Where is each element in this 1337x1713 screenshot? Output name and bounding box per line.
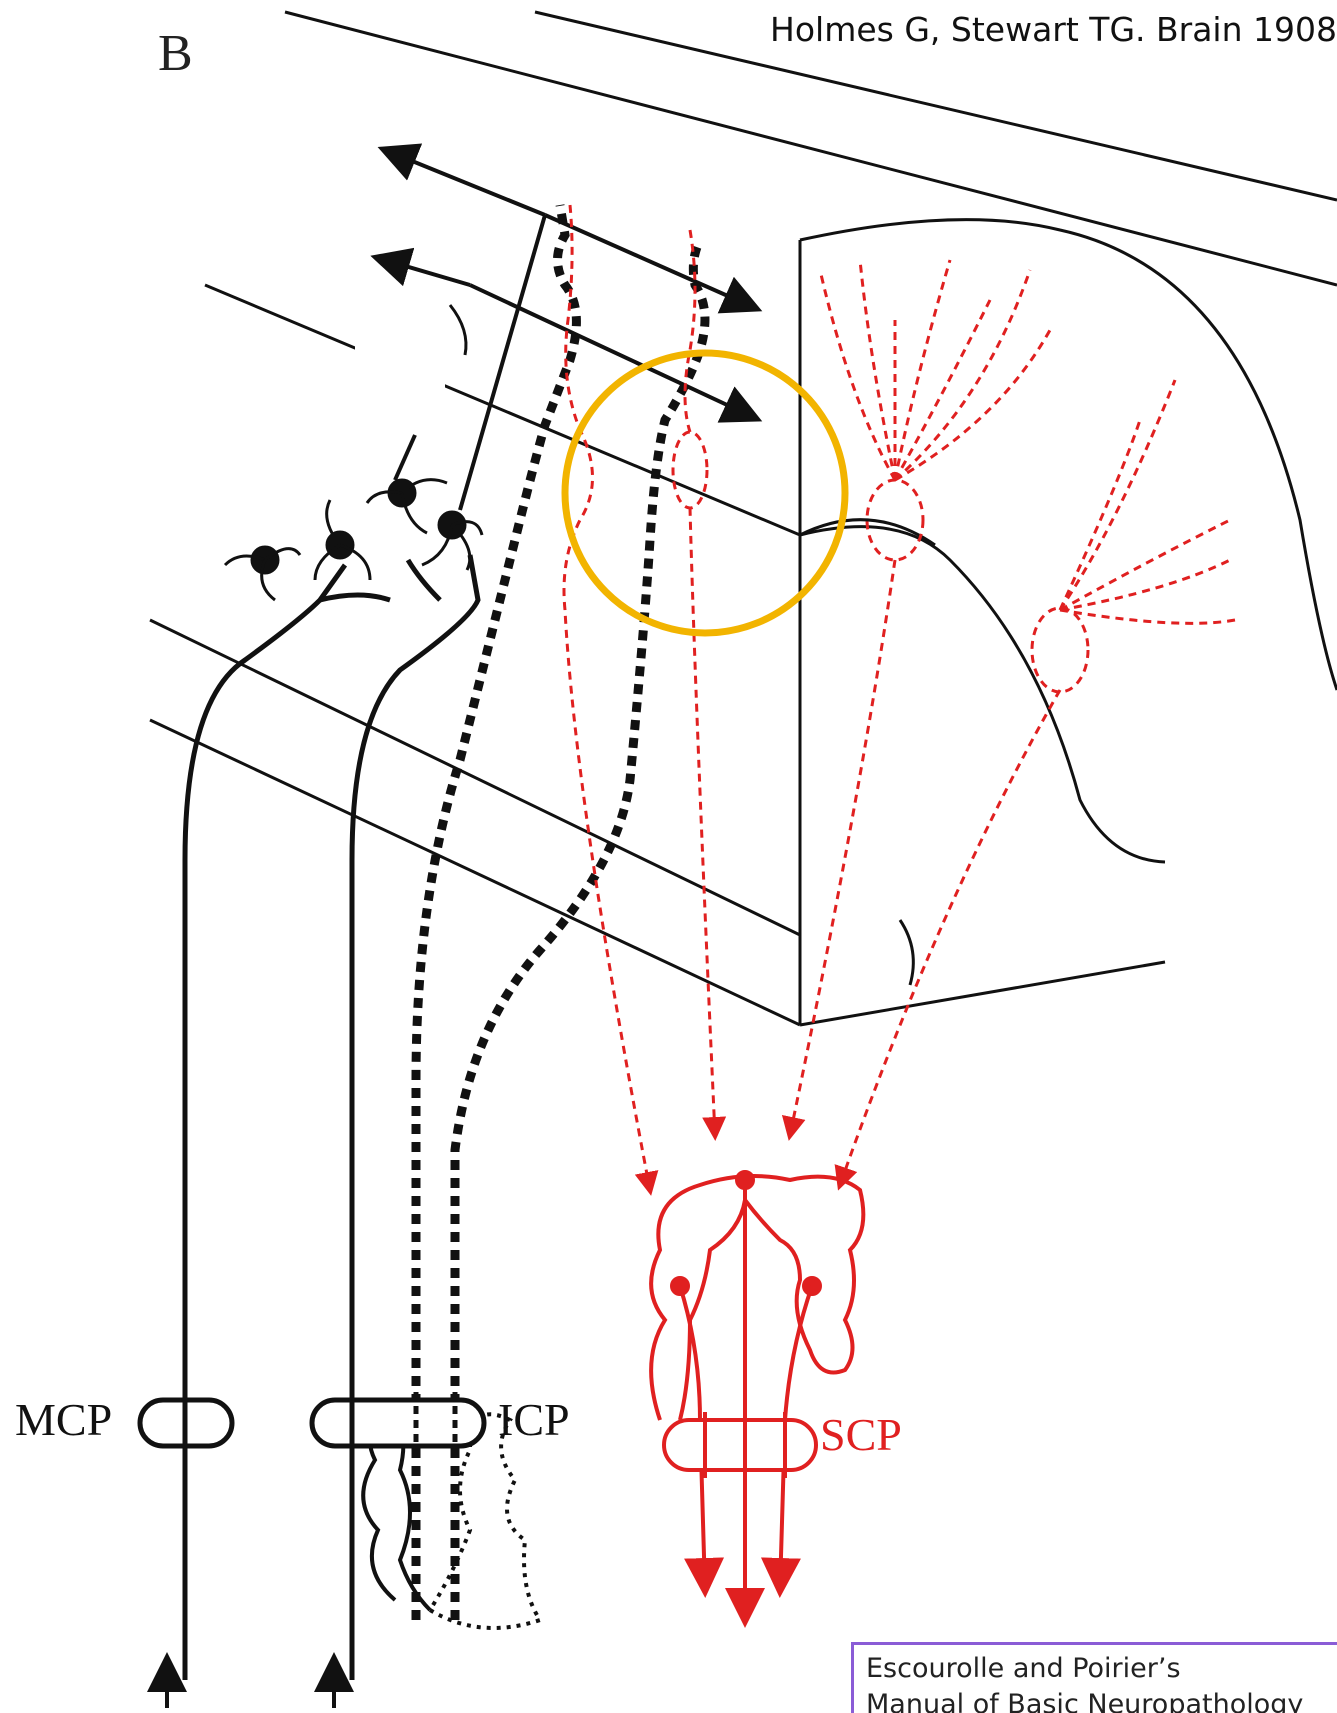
- granule-cells: [225, 479, 482, 600]
- scp-label: SCP: [820, 1409, 902, 1460]
- peduncle-capsules: [140, 1392, 484, 1454]
- source-line-1: Escourolle and Poirier’s: [866, 1651, 1325, 1687]
- dentate-nucleus: [651, 1172, 863, 1620]
- panel-label: B: [158, 25, 193, 82]
- source-box: Escourolle and Poirier’s Manual of Basic…: [851, 1642, 1337, 1713]
- purkinje-cells: [564, 205, 1235, 1190]
- input-arrows: [167, 1660, 334, 1708]
- occluding-patch: [355, 340, 445, 430]
- citation-text: Holmes G, Stewart TG. Brain 1908: [770, 10, 1337, 49]
- mossy-fibers: [185, 555, 478, 1680]
- source-line-2: Manual of Basic Neuropathology: [866, 1687, 1325, 1713]
- mcp-label: MCP: [15, 1394, 112, 1445]
- icp-label: ICP: [498, 1394, 570, 1445]
